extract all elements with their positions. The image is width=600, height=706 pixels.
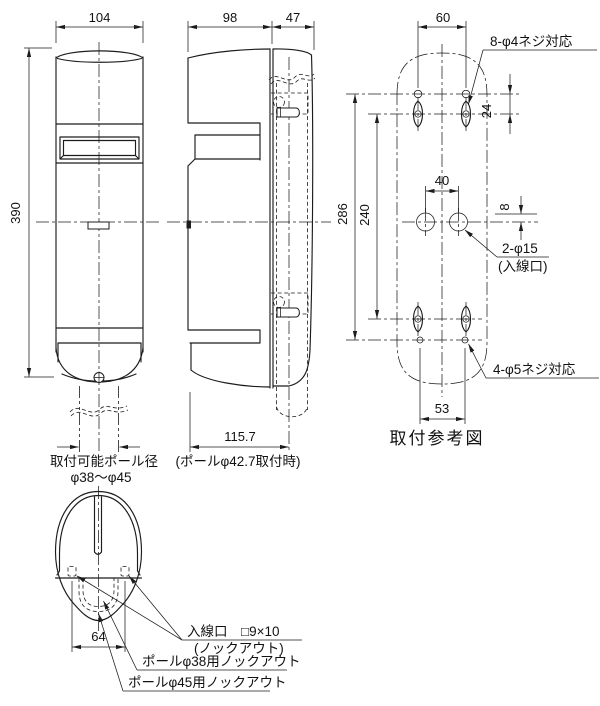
entry-holes-label: 2-φ15 bbox=[502, 241, 538, 256]
screw-slot bbox=[460, 100, 472, 128]
mount-top-offset-dim: 24 bbox=[479, 104, 494, 118]
section-inner-wall bbox=[58, 494, 139, 555]
window-inner-frame bbox=[62, 139, 137, 157]
window-band-lines bbox=[55, 123, 144, 164]
pole-phantom-below bbox=[276, 387, 308, 410]
mount-height-inner-dim: 240 bbox=[357, 204, 372, 226]
dimension-extension-line bbox=[425, 186, 459, 212]
mount-outline-phantom bbox=[396, 52, 488, 385]
pole-hidden-lines bbox=[276, 83, 308, 385]
screw-hole-phi4 bbox=[461, 89, 471, 99]
mount-bottom-span-dim: 53 bbox=[435, 401, 449, 416]
side-view: 98 47 115.7 (ポールφ42.7取付時) bbox=[167, 10, 331, 469]
mount-top-span-dim: 60 bbox=[436, 10, 450, 25]
leader-line bbox=[468, 343, 487, 379]
screw-slot bbox=[412, 305, 424, 333]
slot-screw-head bbox=[414, 110, 422, 118]
leader-line bbox=[468, 49, 484, 105]
pole-break-wave bbox=[69, 405, 128, 413]
top-screws-label: 8-φ4ネジ対応 bbox=[490, 34, 573, 49]
pole-range-note-1: 取付可能ポール径 bbox=[50, 454, 158, 469]
rear-cover-top bbox=[272, 48, 313, 56]
side-total-depth-dim: 115.7 bbox=[224, 429, 256, 444]
pole-break-wave bbox=[268, 73, 315, 81]
entry-holes-sublabel: (入線口) bbox=[498, 259, 548, 274]
leader-line bbox=[128, 575, 183, 641]
leader-line bbox=[98, 613, 124, 692]
clamp-hidden-circle bbox=[273, 96, 285, 108]
side-depth-front-dim: 98 bbox=[223, 10, 237, 25]
entry-knockout bbox=[120, 566, 130, 577]
section-pole45-label: ポールφ45用ノックアウト bbox=[128, 675, 287, 690]
section-entry-label-2: (ノックアウト) bbox=[194, 641, 284, 656]
slot-screw-head bbox=[414, 315, 422, 323]
clamp-bolt bbox=[276, 107, 300, 118]
screw-hole-phi5 bbox=[461, 336, 469, 344]
section-knockout-span-dim: 64 bbox=[91, 629, 105, 644]
section-outer-shell bbox=[54, 490, 143, 622]
side-top-edge bbox=[187, 48, 271, 59]
side-depth-note: (ポールφ42.7取付時) bbox=[175, 454, 300, 469]
mount-entry-span-dim: 40 bbox=[435, 173, 449, 188]
pole-phantom-lines bbox=[79, 386, 119, 452]
side-vent-mark bbox=[186, 220, 191, 229]
window-bevel-lines bbox=[59, 154, 140, 160]
screw-hole-phi5 bbox=[416, 336, 424, 344]
bottom-screws-label: 4-φ5ネジ対応 bbox=[493, 362, 576, 377]
screw-slot bbox=[460, 305, 472, 333]
front-label-plate bbox=[87, 221, 110, 230]
rear-cover-edge bbox=[272, 54, 314, 387]
slot-screw-head bbox=[462, 315, 470, 323]
pole45-knockout-arc bbox=[78, 578, 119, 612]
front-width-dim: 104 bbox=[89, 10, 111, 25]
entry-hole-phi15 bbox=[449, 212, 468, 232]
body-side-edges bbox=[55, 56, 144, 353]
dimension-extension-line bbox=[24, 47, 54, 378]
leader-line bbox=[464, 229, 498, 258]
screw-hole-phi4 bbox=[413, 89, 423, 99]
side-bottom-curve bbox=[190, 369, 271, 388]
mounting-reference-view: 60 286 240 24 40 8 bbox=[335, 10, 599, 448]
entry-knockout bbox=[67, 566, 77, 577]
front-height-dim: 390 bbox=[8, 202, 23, 224]
pole-range-note-2: φ38〜φ45 bbox=[70, 470, 131, 485]
pole-bottom-arc bbox=[276, 406, 308, 418]
mount-row-centerlines bbox=[346, 93, 538, 341]
section-wall-ends bbox=[56, 553, 141, 576]
slot-screw-head bbox=[462, 110, 470, 118]
bottom-screw-cross bbox=[93, 371, 105, 384]
dimension-extension-line bbox=[187, 21, 315, 52]
clamp-bolt bbox=[276, 307, 300, 318]
section-entry-label-1: 入線口 □9×10 bbox=[187, 624, 280, 639]
leader-line bbox=[76, 575, 183, 641]
screw-slot bbox=[412, 100, 424, 128]
dimension-extension-line bbox=[419, 348, 466, 424]
clamp-hidden-circle bbox=[273, 296, 285, 308]
section-pole38-label: ポールφ38用ノックアウト bbox=[142, 654, 301, 669]
leader-line bbox=[103, 600, 138, 671]
dimension-extension-line bbox=[71, 581, 126, 652]
bottom-section-view: 64 入線口 □9×10 (ノックアウト) ポールφ38用ノックアウト ポールφ… bbox=[54, 486, 302, 692]
mounting-face-lines bbox=[269, 48, 274, 389]
front-view: 104 390 取付可能ポール径 φ38〜φ45 bbox=[8, 10, 161, 485]
dimension-extension-line bbox=[417, 21, 467, 88]
dimension-extension-line bbox=[55, 21, 144, 43]
side-lower-band bbox=[187, 329, 261, 371]
entry-hole-phi15 bbox=[416, 212, 435, 232]
mounting-view-caption: 取付参考図 bbox=[390, 429, 485, 448]
body-top-rim bbox=[56, 57, 143, 63]
side-front-profile bbox=[187, 57, 261, 331]
mount-height-outer-dim: 286 bbox=[335, 203, 350, 225]
mount-entry-offset-dim: 8 bbox=[497, 203, 512, 210]
pole-break-wave bbox=[70, 409, 129, 417]
side-depth-rear-dim: 47 bbox=[286, 10, 300, 25]
feature-centerlines bbox=[417, 97, 467, 336]
pole-break-wave bbox=[270, 77, 316, 85]
lower-band-lines bbox=[55, 327, 144, 363]
section-center-rib bbox=[93, 496, 103, 555]
body-top-arc bbox=[55, 50, 144, 59]
